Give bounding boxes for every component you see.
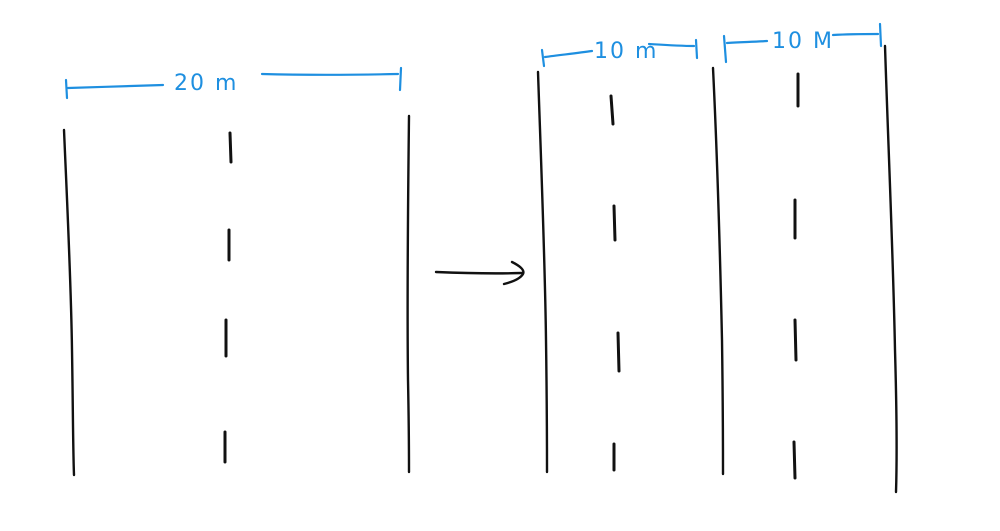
dimension-tick-left: [722, 34, 728, 64]
lane-dash: [612, 204, 617, 242]
center-line: [223, 131, 233, 464]
left-lane-center-line: [609, 94, 621, 472]
dimension-20m: 20 m: [64, 66, 403, 100]
dimension-tick-left: [540, 48, 546, 68]
road-edge-left: [536, 70, 549, 474]
dimension-label: 10 m: [594, 39, 658, 64]
dimension-line-left: [725, 39, 769, 45]
dimension-line-right: [647, 42, 696, 48]
right-arrow-icon: [434, 260, 525, 286]
dimension-tick-right: [398, 66, 403, 92]
right-lane-center-line: [792, 72, 800, 480]
road-before: 20 m: [62, 66, 411, 477]
arrow-head: [502, 260, 525, 286]
lane-dash: [228, 131, 233, 164]
dimension-left-lane: 10 m: [540, 38, 699, 68]
lane-divider: [711, 66, 725, 476]
lane-dash: [792, 440, 797, 480]
road-edge-right: [883, 44, 898, 494]
dimension-label: 20 m: [174, 71, 238, 96]
dimension-line-left: [66, 83, 165, 90]
dimension-label: 10 M: [772, 29, 834, 54]
lane-dash: [616, 331, 621, 373]
dimension-line-right: [831, 32, 880, 37]
arrow-shaft: [434, 270, 524, 275]
lane-dash: [609, 94, 615, 126]
dimension-tick-right: [878, 22, 883, 48]
dimension-line-left: [543, 49, 594, 59]
dimension-tick-left: [64, 78, 69, 100]
dimension-line-right: [260, 72, 400, 76]
road-edge-left: [62, 128, 76, 477]
dimension-tick-right: [694, 38, 699, 60]
road-edge-right: [406, 114, 411, 474]
road-after: 10 m 10 M: [536, 22, 898, 494]
lane-dash: [793, 318, 798, 362]
dimension-right-lane: 10 M: [722, 22, 883, 64]
